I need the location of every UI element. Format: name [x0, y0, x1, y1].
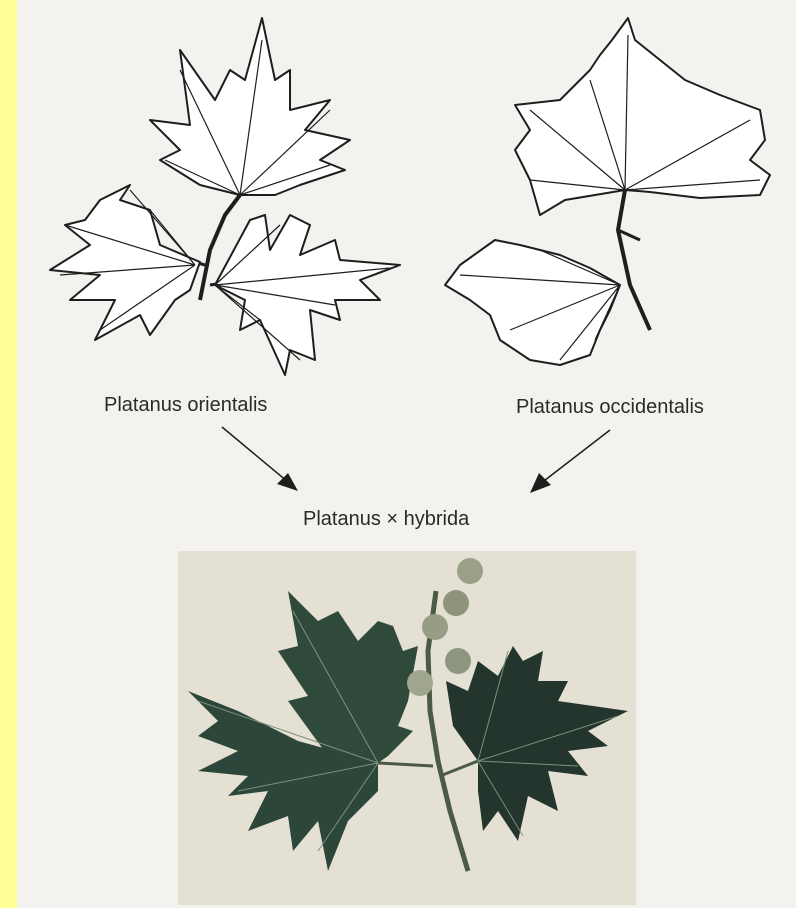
- arrow-down-left-icon: [530, 430, 610, 493]
- label-platanus-occidentalis: Platanus occidentalis: [516, 396, 704, 419]
- fruit-ball: [443, 590, 469, 616]
- hybrida-photo-content: [178, 551, 636, 905]
- fruit-ball: [445, 648, 471, 674]
- orientalis-right-leaf: [215, 215, 400, 375]
- label-platanus-hybrida: Platanus × hybrida: [303, 508, 469, 531]
- fruit-ball: [457, 558, 483, 584]
- fruit-ball: [422, 614, 448, 640]
- label-platanus-orientalis: Platanus orientalis: [104, 394, 267, 417]
- fruit-ball: [407, 670, 433, 696]
- occidentalis-lower-leaf: [445, 240, 620, 365]
- orientalis-leaf-drawing: [50, 18, 400, 375]
- arrow-down-right-icon: [222, 427, 298, 491]
- occidentalis-top-leaf: [515, 18, 770, 215]
- hybrida-photograph: [178, 551, 636, 905]
- occidentalis-leaf-drawing: [445, 18, 770, 365]
- orientalis-left-leaf: [50, 185, 200, 340]
